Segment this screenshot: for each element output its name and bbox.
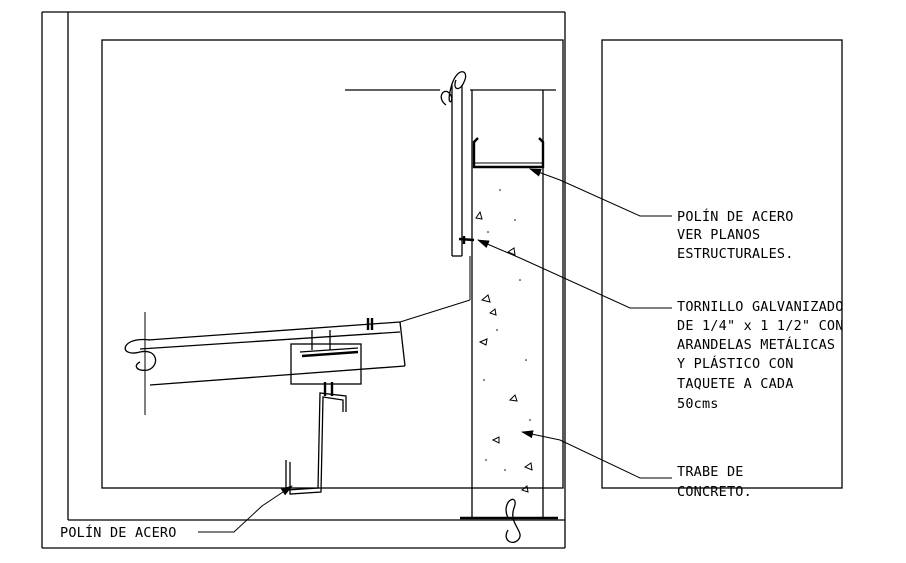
inner-frame — [101, 39, 564, 489]
concrete-beam — [345, 89, 558, 544]
label-line: TORNILLO GALVANIZADO — [677, 299, 844, 315]
label-line: ESTRUCTURALES. — [677, 246, 794, 262]
leader-lines — [198, 168, 672, 533]
label-line: TRABE DE — [677, 464, 744, 480]
label-trabe: TRABE DE CONCRETO. — [677, 464, 752, 500]
sloped-panel — [124, 256, 471, 415]
vertical-sheet — [440, 71, 467, 257]
label-line: ARANDELAS METÁLICAS — [677, 336, 835, 353]
label-line: 50cms — [677, 396, 719, 412]
label-line: VER PLANOS — [677, 227, 760, 243]
top-steel-purlin — [472, 137, 545, 169]
outer-frame — [41, 11, 566, 549]
label-line: CONCRETO. — [677, 484, 752, 500]
bolt-beam — [458, 236, 475, 244]
lower-z-purlin — [285, 382, 347, 495]
label-line: DE 1/4" x 1 1/2" CON — [677, 318, 844, 334]
label-polin-left: POLÍN DE ACERO — [60, 524, 177, 541]
right-panel — [601, 39, 843, 489]
label-polin-right: POLÍN DE ACERO VER PLANOS ESTRUCTURALES. — [677, 208, 794, 262]
label-tornillo: TORNILLO GALVANIZADO DE 1/4" x 1 1/2" CO… — [677, 299, 844, 412]
label-line: POLÍN DE ACERO — [677, 208, 794, 225]
label-line: Y PLÁSTICO CON — [677, 355, 794, 372]
label-line: TAQUETE A CADA — [677, 376, 794, 392]
